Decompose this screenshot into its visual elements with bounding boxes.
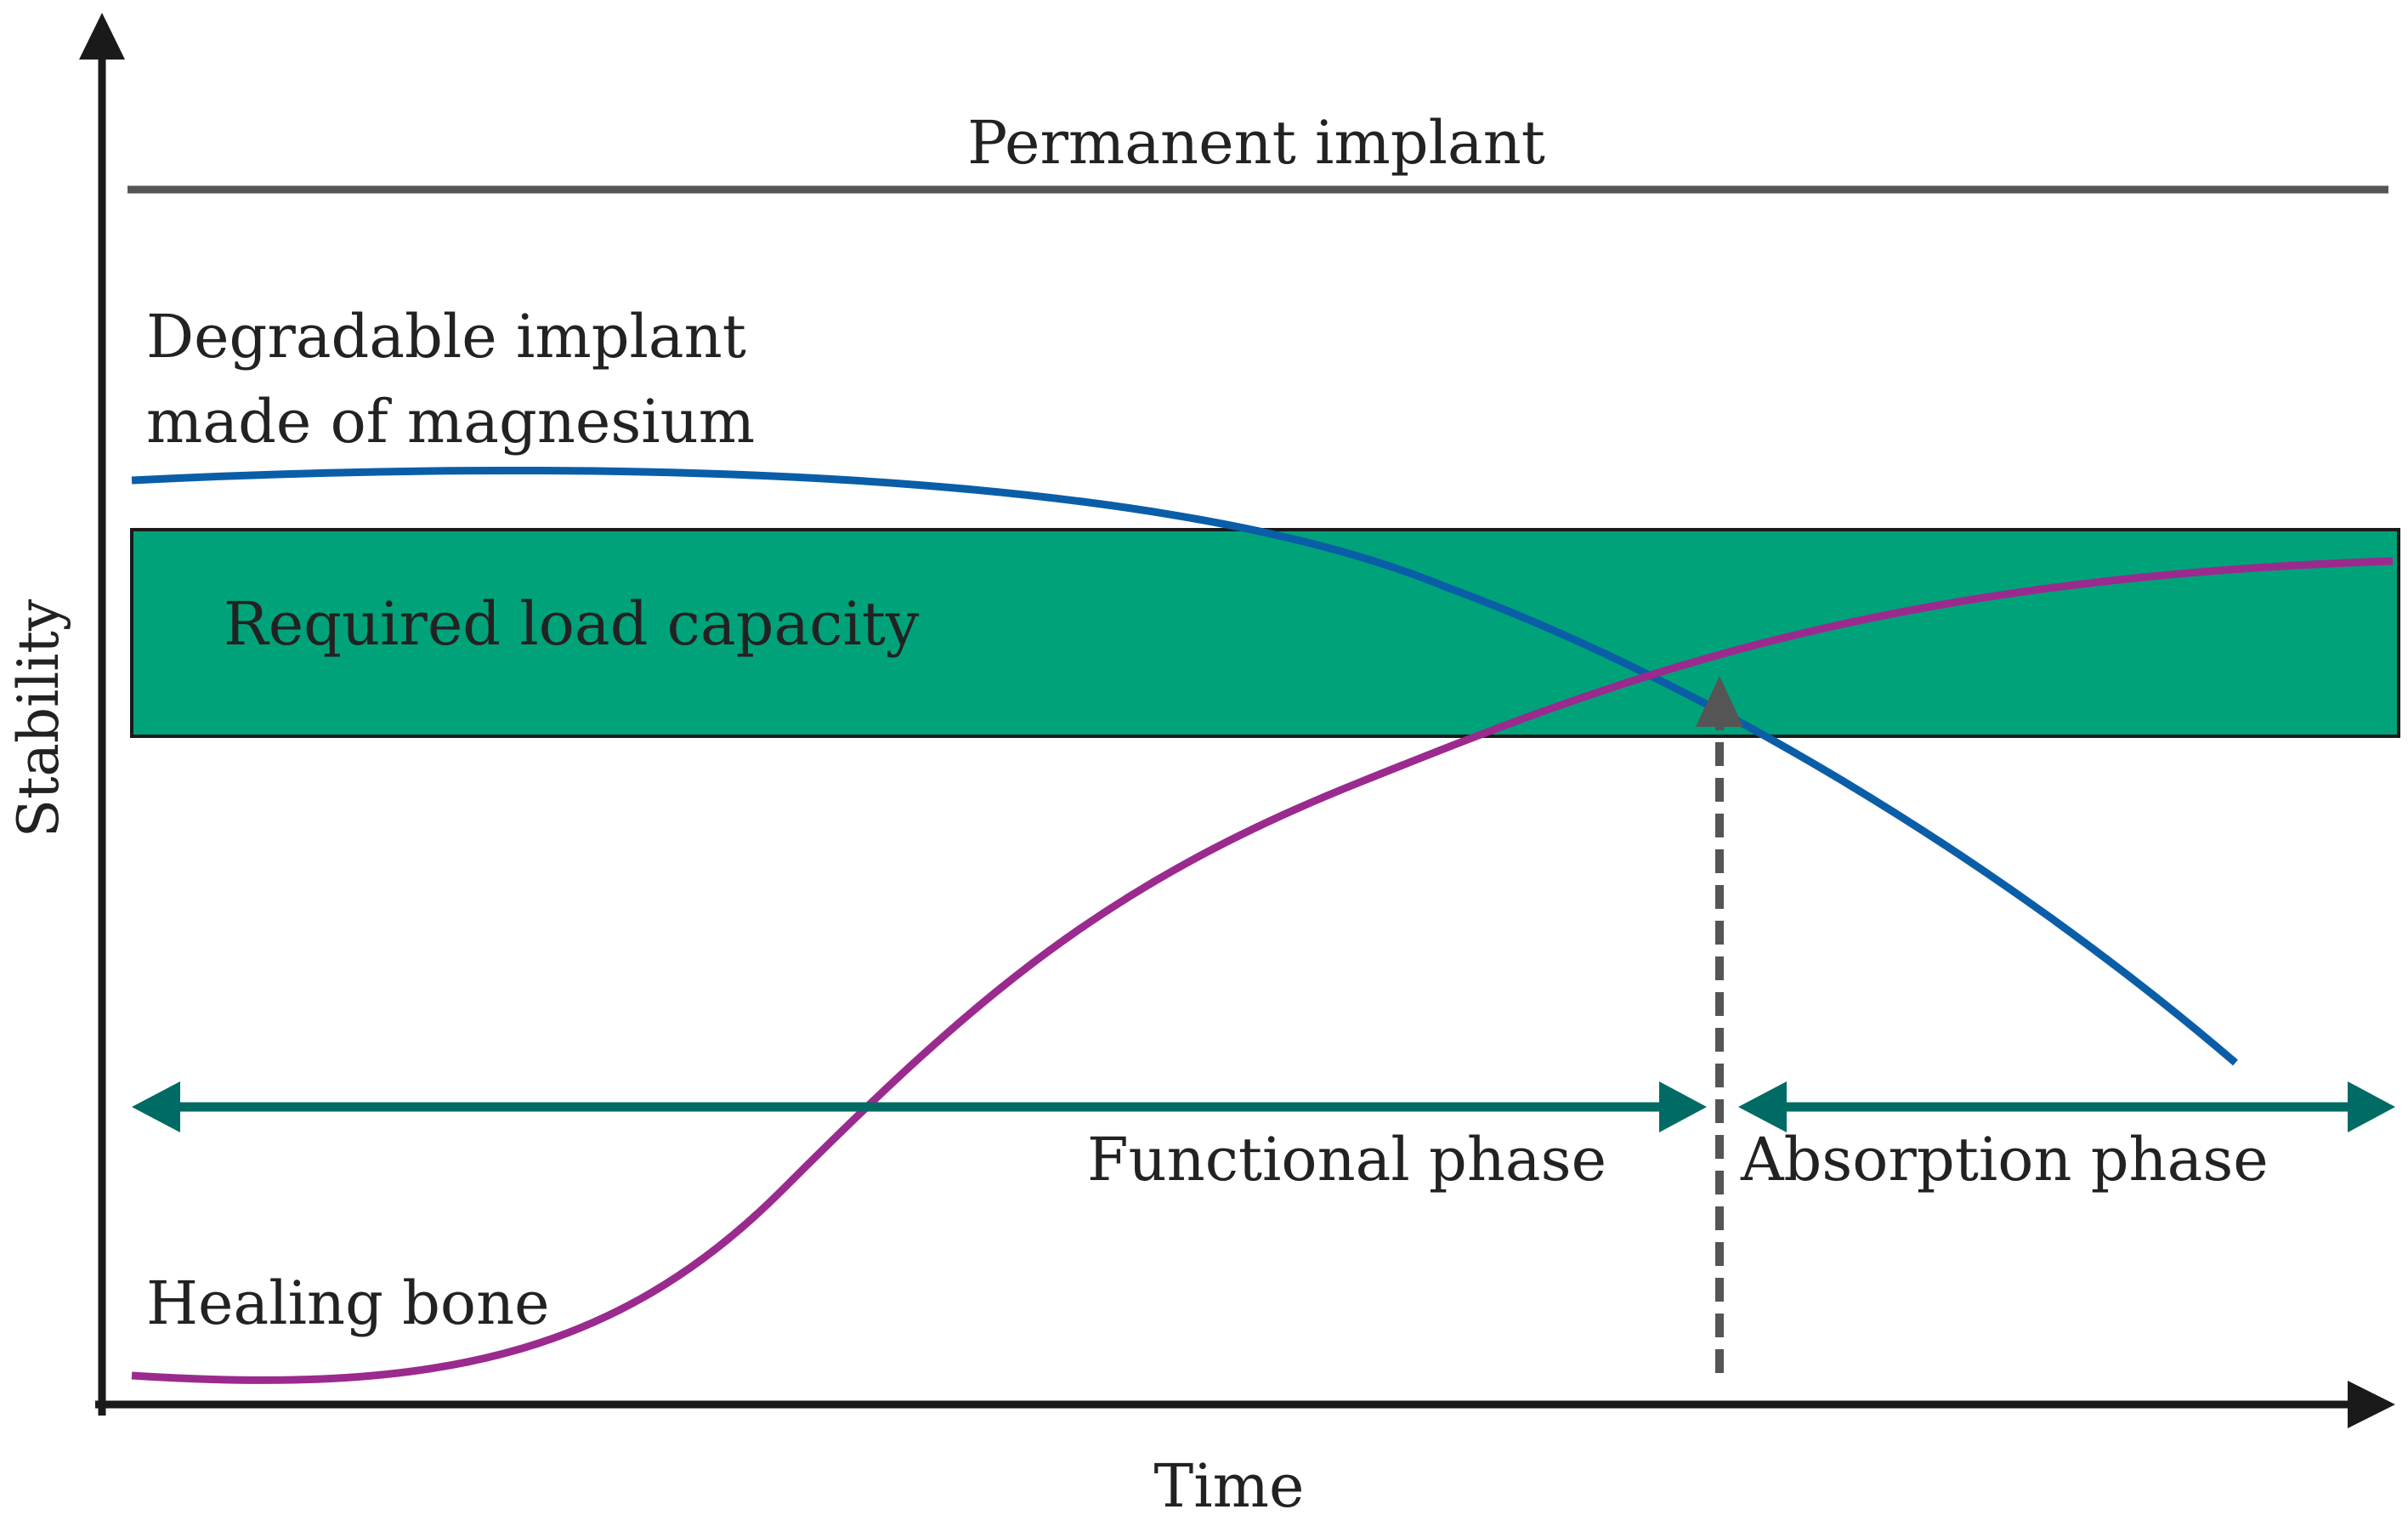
degradable-implant-label-line2: made of magnesium <box>146 387 755 457</box>
healing-bone-curve <box>131 557 2394 1384</box>
x-axis-label: Time <box>1154 1451 1305 1515</box>
absorption-phase-label: Absorption phase <box>1740 1125 2269 1194</box>
x-axis-arrowhead-icon <box>2348 1381 2395 1428</box>
transition-arrowhead-icon <box>1696 676 1743 727</box>
absorption-phase-arrow <box>1738 1081 2395 1132</box>
band-label: Required load capacity <box>224 589 920 659</box>
degradable-implant-label-line1: Degradable implant <box>146 302 746 372</box>
permanent-implant-label: Permanent implant <box>967 108 1545 178</box>
y-axis-arrowhead-icon <box>79 13 125 60</box>
functional-phase-label: Functional phase <box>1087 1125 1606 1194</box>
healing-bone-label: Healing bone <box>146 1268 550 1338</box>
degradable-implant-curve <box>131 466 2238 1066</box>
y-axis-label: Stability <box>6 599 71 837</box>
required-load-capacity-band <box>130 528 2400 738</box>
functional-phase-arrow <box>132 1081 1707 1132</box>
